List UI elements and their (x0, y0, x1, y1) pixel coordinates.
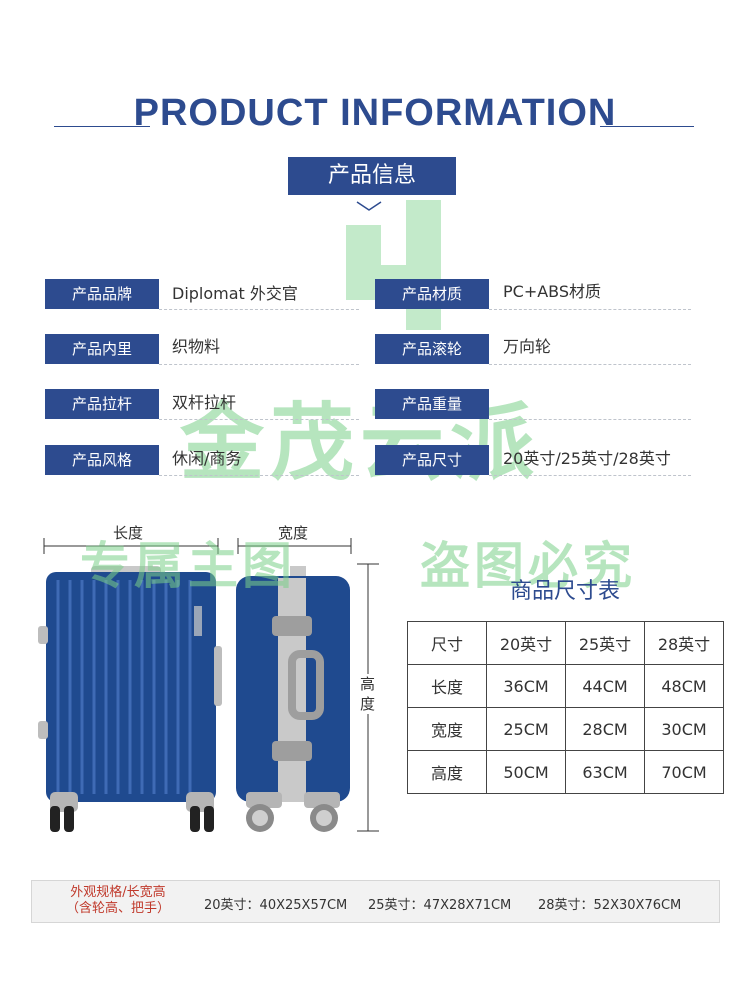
size-table-title: 商品尺寸表 (509, 579, 620, 604)
footer-spec-25: 25英寸：47X28X71CM (368, 898, 512, 913)
header-line-right (600, 126, 694, 127)
suitcase-front-image (38, 566, 222, 832)
table-row: 宽度 25CM 28CM 30CM (407, 707, 724, 751)
spec-value-style: 休闲/商务 (172, 449, 242, 468)
spec-divider (489, 475, 691, 476)
dimension-length-arrow (43, 538, 219, 554)
table-header-cell: 25英寸 (565, 621, 645, 665)
table-cell: 44CM (565, 664, 645, 708)
spec-value-brand: Diplomat 外交官 (172, 284, 298, 303)
table-header-cell: 尺寸 (407, 621, 487, 665)
watermark-logo-shape (346, 200, 441, 330)
footer-spec-20: 20英寸：40X25X57CM (204, 898, 348, 913)
footer-label: 外观规格/长宽高 （含轮高、把手） (48, 885, 188, 917)
dimension-length-label: 长度 (113, 524, 144, 542)
spec-value-size: 20英寸/25英寸/28英寸 (503, 449, 671, 468)
spec-divider (489, 419, 691, 420)
spec-divider (489, 364, 691, 365)
table-cell: 30CM (644, 707, 724, 751)
table-row: 高度 50CM 63CM 70CM (407, 750, 724, 794)
table-cell: 63CM (565, 750, 645, 794)
table-cell: 长度 (407, 664, 487, 708)
table-cell: 28CM (565, 707, 645, 751)
spec-divider (159, 309, 359, 310)
spec-divider (159, 475, 359, 476)
table-header-cell: 20英寸 (486, 621, 566, 665)
spec-value-handle: 双杆拉杆 (172, 393, 237, 412)
spec-label-wheel: 产品滚轮 (375, 334, 489, 364)
table-cell: 宽度 (407, 707, 487, 751)
spec-divider (159, 419, 359, 420)
table-cell: 48CM (644, 664, 724, 708)
dimension-width-label: 宽度 (278, 524, 309, 542)
suitcase-side-image (236, 566, 350, 832)
spec-label-style: 产品风格 (45, 445, 159, 475)
spec-divider (159, 364, 359, 365)
table-header-cell: 28英寸 (644, 621, 724, 665)
footer-label-line1: 外观规格/长宽高 (70, 885, 166, 900)
dimension-width-arrow (237, 538, 352, 554)
table-cell: 36CM (486, 664, 566, 708)
spec-label-weight: 产品重量 (375, 389, 489, 419)
table-row: 长度 36CM 44CM 48CM (407, 664, 724, 708)
table-row: 尺寸 20英寸 25英寸 28英寸 (407, 621, 724, 665)
watermark-warning: 盗图必究 (420, 537, 636, 595)
watermark-exclusive: 专属主图 (80, 537, 296, 595)
table-cell: 25CM (486, 707, 566, 751)
chevron-down-icon (356, 201, 382, 211)
section-subtitle: 产品信息 (288, 157, 456, 195)
spec-label-lining: 产品内里 (45, 334, 159, 364)
size-table: 尺寸 20英寸 25英寸 28英寸 长度 36CM 44CM 48CM 宽度 2… (407, 621, 724, 794)
spec-label-brand: 产品品牌 (45, 279, 159, 309)
table-cell: 高度 (407, 750, 487, 794)
footer-spec-bar: 外观规格/长宽高 （含轮高、把手） 20英寸：40X25X57CM 25英寸：4… (31, 880, 720, 923)
header-line-left (54, 126, 150, 127)
footer-spec-28: 28英寸：52X30X76CM (538, 898, 682, 913)
footer-label-line2: （含轮高、把手） (65, 901, 170, 916)
table-cell: 50CM (486, 750, 566, 794)
spec-divider (489, 309, 691, 310)
spec-label-material: 产品材质 (375, 279, 489, 309)
spec-label-size: 产品尺寸 (375, 445, 489, 475)
spec-value-lining: 织物料 (172, 337, 221, 356)
table-cell: 70CM (644, 750, 724, 794)
page-title: PRODUCT INFORMATION (133, 92, 617, 134)
spec-value-wheel: 万向轮 (503, 337, 552, 356)
spec-label-handle: 产品拉杆 (45, 389, 159, 419)
dimension-height-label: 高度 (360, 674, 376, 714)
spec-value-material: PC+ABS材质 (503, 282, 602, 301)
